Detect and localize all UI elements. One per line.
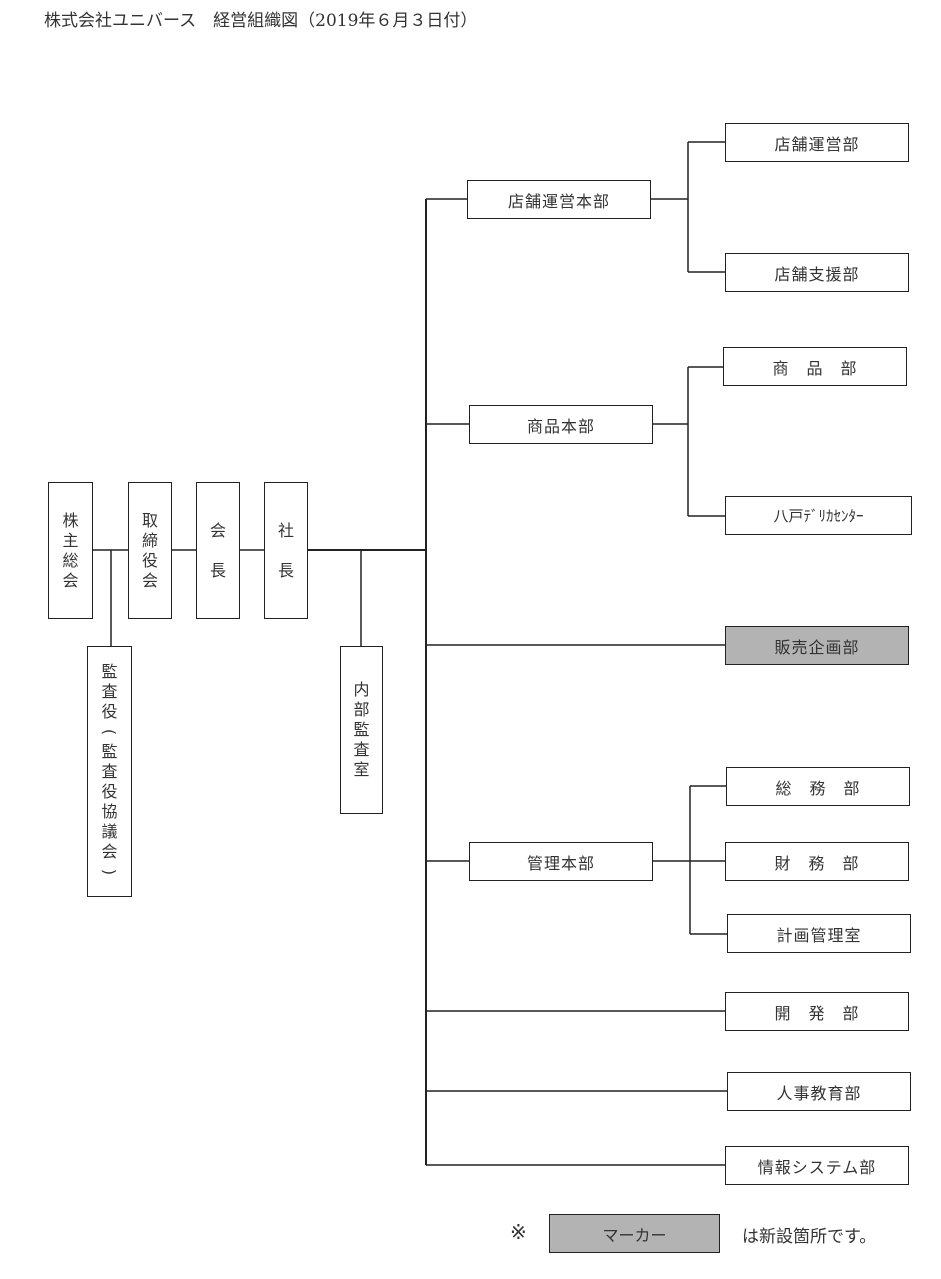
vertical-char: 査 [353, 740, 370, 759]
legend-marker-label: マーカー [602, 1225, 667, 1245]
vertical-char: 査 [101, 681, 118, 701]
sales-planning-dept-label: 販売企画部 [774, 637, 860, 657]
vertical-char: 長 [209, 560, 226, 580]
development-dept-label: 開 発 部 [774, 1003, 860, 1023]
vertical-char: 会 [101, 841, 118, 861]
vertical-char: 役 [101, 781, 118, 801]
admin-hq-label: 管理本部 [526, 853, 595, 873]
hr-education-dept-label: 人事教育部 [776, 1083, 862, 1103]
vertical-char: 役 [101, 701, 118, 721]
merchandise-dept-box: 商 品 部 [723, 347, 907, 386]
board-of-directors-box: 取締役会 [128, 482, 172, 619]
legend-marker-swatch: マーカー [549, 1214, 720, 1253]
note-mark-icon: ※ [510, 1220, 527, 1244]
chairman-box: 会 長 [196, 482, 240, 619]
vertical-char: 社 [277, 520, 294, 540]
vertical-char [215, 541, 220, 561]
vertical-char: 会 [141, 570, 158, 590]
vertical-char: 締 [141, 530, 158, 550]
admin-hq-box: 管理本部 [469, 842, 653, 881]
info-systems-dept-box: 情報システム部 [725, 1146, 909, 1185]
vertical-char: 監 [353, 720, 370, 739]
vertical-char: 役 [141, 550, 158, 570]
vertical-char [283, 541, 288, 561]
development-dept-box: 開 発 部 [725, 992, 909, 1031]
vertical-char: 内 [353, 680, 370, 699]
vertical-char: 主 [62, 530, 79, 550]
store-support-dept-box: 店舗支援部 [725, 253, 909, 292]
merchandise-hq-label: 商品本部 [526, 416, 595, 436]
legend-text: は新設箇所です。 [742, 1227, 877, 1247]
hachinohe-deli-center-box: 八戸ﾃﾞﾘｶｾﾝﾀｰ [725, 496, 912, 535]
vertical-char: 会 [62, 570, 79, 590]
vertical-char: 監 [101, 661, 118, 681]
general-affairs-dept-label: 総 務 部 [775, 778, 861, 798]
vertical-char: 部 [353, 700, 370, 719]
president-box: 社 長 [264, 482, 308, 619]
internal-audit-office-box: 内部監査室 [340, 646, 383, 814]
general-affairs-dept-box: 総 務 部 [726, 767, 910, 806]
vertical-char: 総 [62, 550, 79, 570]
hachinohe-deli-center-label: 八戸ﾃﾞﾘｶｾﾝﾀｰ [773, 507, 864, 525]
vertical-char: ) [100, 868, 120, 875]
vertical-char: ( [100, 728, 120, 735]
sales-planning-dept-box: 販売企画部 [725, 626, 909, 665]
planning-mgmt-office-box: 計画管理室 [727, 914, 911, 953]
vertical-char: 議 [101, 821, 118, 841]
store-ops-dept-box: 店舗運営部 [725, 123, 909, 162]
store-ops-hq-label: 店舗運営本部 [507, 191, 610, 211]
merchandise-hq-box: 商品本部 [469, 405, 653, 444]
vertical-char: 取 [141, 510, 158, 530]
vertical-char: 協 [101, 801, 118, 821]
merchandise-dept-label: 商 品 部 [772, 358, 858, 378]
shareholders-meeting-box: 株主総会 [48, 482, 93, 619]
hr-education-dept-box: 人事教育部 [727, 1072, 911, 1111]
page-title: 株式会社ユニバース 経営組織図（2019年６月３日付） [44, 11, 478, 31]
vertical-char: 監 [101, 741, 118, 761]
vertical-char: 会 [209, 520, 226, 540]
finance-dept-box: 財 務 部 [725, 842, 909, 881]
vertical-char: 査 [101, 761, 118, 781]
store-ops-dept-label: 店舗運営部 [774, 134, 860, 154]
info-systems-dept-label: 情報システム部 [757, 1157, 877, 1177]
vertical-char: 株 [62, 510, 79, 530]
vertical-char: 長 [277, 560, 294, 580]
finance-dept-label: 財 務 部 [774, 853, 860, 873]
auditor-box: 監査役(監査役協議会) [87, 646, 132, 897]
store-ops-hq-box: 店舗運営本部 [467, 180, 651, 219]
store-support-dept-label: 店舗支援部 [774, 264, 860, 284]
planning-mgmt-office-label: 計画管理室 [776, 925, 862, 945]
vertical-char: 室 [353, 760, 370, 779]
